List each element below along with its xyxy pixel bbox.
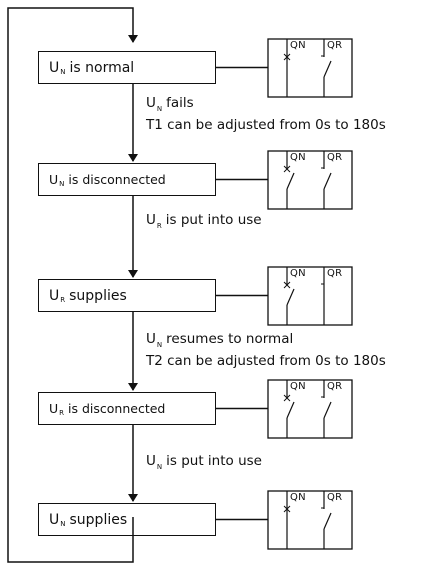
state-text: is normal xyxy=(69,59,135,76)
qr-switch-open xyxy=(323,172,332,190)
qn-label: QN xyxy=(290,268,306,279)
qn-label: QN xyxy=(290,381,306,392)
loop-back-line xyxy=(7,7,138,563)
switch-panel xyxy=(267,379,353,439)
qn-label: QN xyxy=(290,492,306,503)
switch-cross xyxy=(283,53,291,61)
state-sym: U xyxy=(49,511,60,528)
state-sym: U xyxy=(49,59,60,76)
switch-panel xyxy=(267,490,353,550)
switch-cross xyxy=(283,394,291,402)
state-text: supplies xyxy=(69,287,127,304)
qn-label: QN xyxy=(290,152,306,163)
qr-switch-open xyxy=(323,512,332,530)
qr-label: QR xyxy=(327,381,343,392)
state-sub: N xyxy=(60,519,66,528)
qr-switch-open xyxy=(323,60,332,78)
qn-switch-open xyxy=(286,172,295,190)
qr-switch-open xyxy=(323,401,332,419)
switch-panel xyxy=(267,266,353,326)
switch-cross xyxy=(283,505,291,513)
qr-label: QR xyxy=(327,152,343,163)
qr-label: QR xyxy=(327,40,343,51)
state-text: supplies xyxy=(69,511,128,528)
state-sub: N xyxy=(59,179,65,188)
qr-label: QR xyxy=(327,492,343,503)
switch-panel xyxy=(267,38,353,98)
state-text: is disconnected xyxy=(68,401,166,416)
state-sub: R xyxy=(59,408,65,417)
qn-label: QN xyxy=(290,40,306,51)
state-sym: U xyxy=(49,172,59,187)
qr-label: QR xyxy=(327,268,343,279)
state-sub: R xyxy=(60,295,66,304)
state-sub: N xyxy=(60,67,66,76)
state-text: is disconnected xyxy=(68,172,166,187)
switch-panel xyxy=(267,150,353,210)
qn-switch-open xyxy=(286,401,295,419)
state-sym: U xyxy=(49,401,59,416)
switch-cross xyxy=(283,165,291,173)
switch-cross xyxy=(283,281,291,289)
qn-switch-open xyxy=(286,288,295,306)
state-sym: U xyxy=(49,287,60,304)
transition-timer-t1: T1 can be adjusted from 0s to 180s xyxy=(146,117,386,133)
transition-timer-t2: T2 can be adjusted from 0s to 180s xyxy=(146,353,386,369)
